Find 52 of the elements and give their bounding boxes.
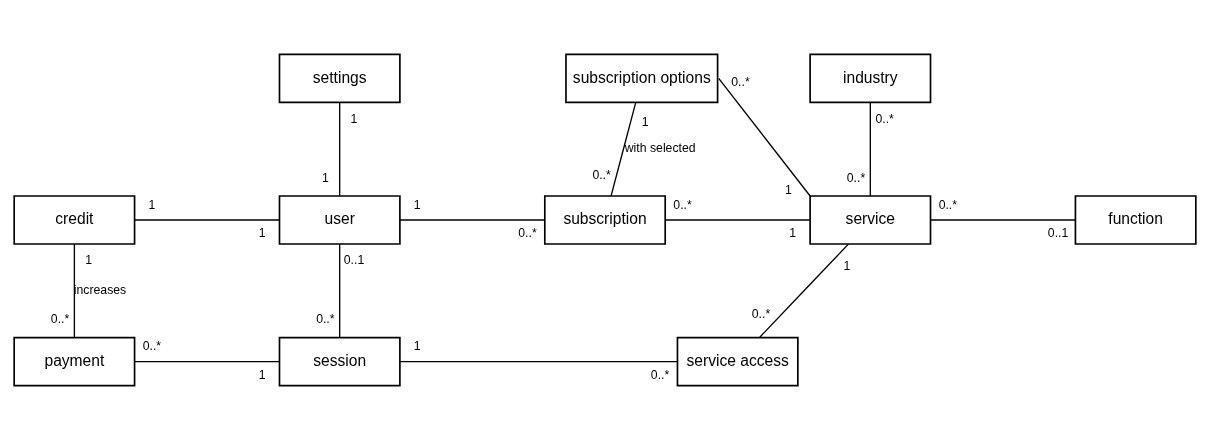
label: 1 <box>843 258 851 273</box>
label: 1 <box>413 197 421 212</box>
label: 1 <box>641 114 649 129</box>
connector <box>664 219 811 221</box>
label: 1 <box>148 197 156 212</box>
node-box: subscription options <box>565 53 719 104</box>
node-box: credit <box>13 195 136 245</box>
label: 1 <box>258 226 266 241</box>
connector <box>73 243 76 339</box>
label: 0..* <box>731 75 750 90</box>
node-box: session <box>278 336 401 387</box>
label: 0..* <box>50 312 70 327</box>
label: 0..* <box>673 197 692 212</box>
node-box: industry <box>809 53 932 104</box>
label: 0..* <box>316 312 335 327</box>
label: 0..* <box>751 307 771 322</box>
label: 0..1 <box>343 253 365 268</box>
edge-label: with selected <box>624 141 696 156</box>
label: 1 <box>789 226 797 241</box>
label: 0..* <box>650 368 670 383</box>
label: 0..* <box>875 111 894 126</box>
label: 1 <box>350 111 358 126</box>
node-box: user <box>278 195 401 245</box>
label: 1 <box>321 170 329 185</box>
connector <box>339 243 341 339</box>
label: 0..* <box>142 339 162 354</box>
label: 0..* <box>592 167 611 182</box>
node-box: subscription <box>543 195 667 245</box>
label: 1 <box>258 368 266 383</box>
label: 1 <box>413 339 421 354</box>
node-box: settings <box>278 53 401 104</box>
node-box: service <box>809 195 932 245</box>
connector <box>758 243 850 339</box>
connector <box>399 360 678 363</box>
connector <box>610 101 637 197</box>
label: 0..* <box>938 197 958 212</box>
label: 1 <box>85 253 93 268</box>
edge-label: increases <box>73 282 127 297</box>
label: 0..* <box>846 170 866 185</box>
node-box: payment <box>13 336 136 387</box>
connector <box>869 101 871 197</box>
connector <box>134 219 280 221</box>
label: 0..1 <box>1047 226 1069 241</box>
connector <box>930 219 1076 221</box>
connector <box>339 101 341 197</box>
label: 1 <box>784 183 792 198</box>
connector <box>718 77 811 197</box>
connector <box>134 360 280 363</box>
connector <box>399 219 546 221</box>
label: 0..* <box>518 226 537 241</box>
node-box: function <box>1074 195 1197 245</box>
node-box: service access <box>676 336 799 387</box>
